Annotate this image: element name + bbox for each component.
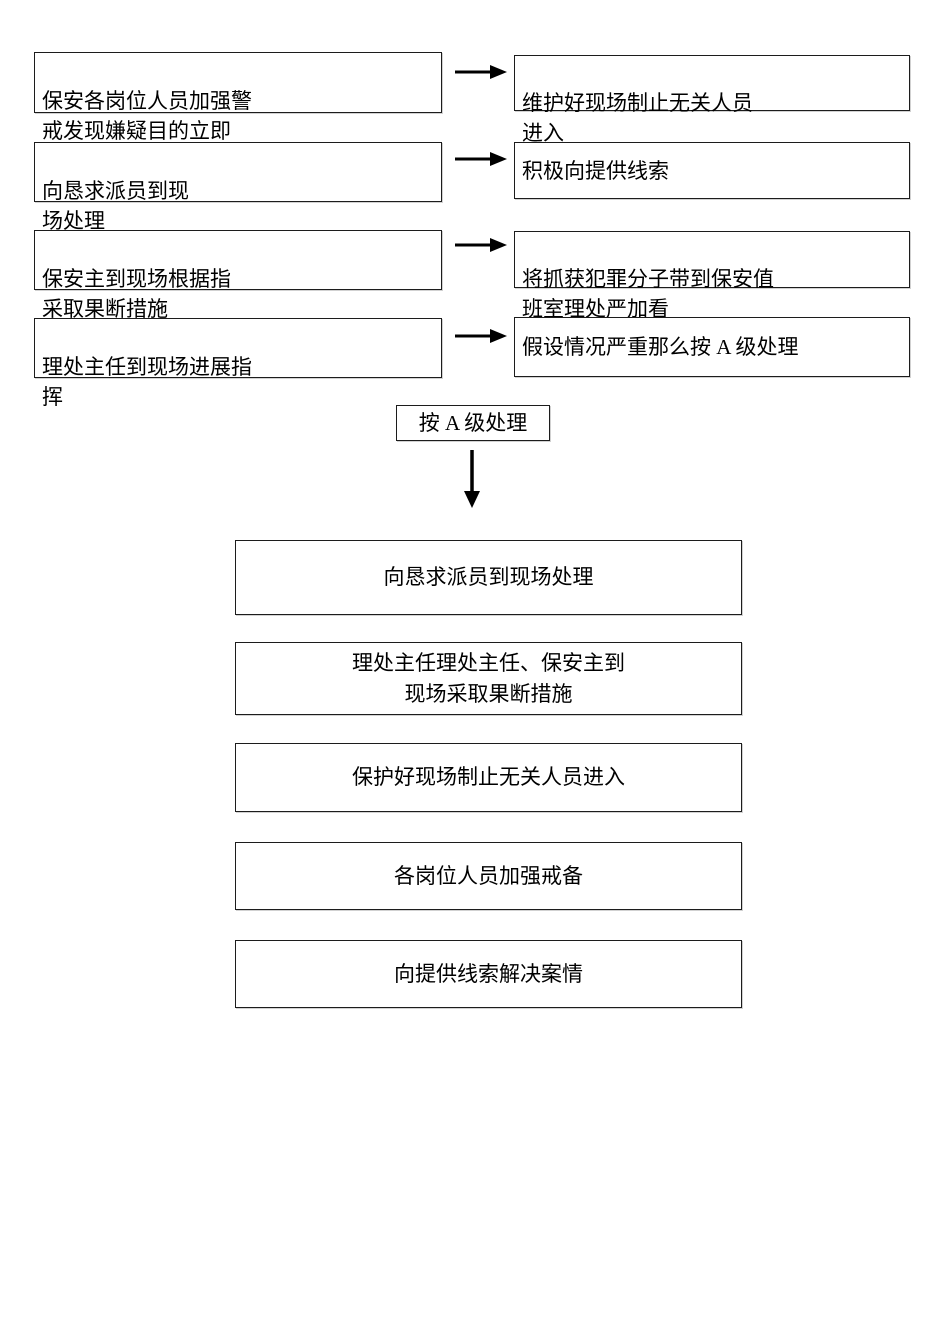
flow-box-right-2-text: 积极向提供线索 [522,158,669,183]
flow-box-left-1-text: 保安各岗位人员加强警 戒发现嫌疑目的立即 [42,89,252,143]
sequence-box-5-text: 向提供线索解决案情 [394,961,583,986]
sequence-box-3-text: 保护好现场制止无关人员进入 [352,765,625,789]
level-a-box: 按 A 级处理 [396,405,550,441]
flow-box-right-1: 维护好现场制止无关人员 进入 [514,55,910,145]
sequence-box-3: 保护好现场制止无关人员进入 [235,743,742,812]
flow-box-left-4: 理处主任到现场进展指 挥 [34,318,442,409]
right-arrow-icon [455,65,507,79]
down-arrow-icon [464,450,480,508]
flow-box-left-1: 保安各岗位人员加强警 戒发现嫌疑目的立即 [34,52,442,143]
level-a-box-text: 按 A 级处理 [418,411,528,435]
flow-box-left-4-text: 理处主任到现场进展指 挥 [42,355,252,409]
sequence-box-4: 各岗位人员加强戒备 [235,842,742,910]
sequence-box-4-text: 各岗位人员加强戒备 [394,863,583,888]
flow-box-left-2-text: 向恳求派员到现 场处理 [42,179,189,233]
sequence-box-5: 向提供线索解决案情 [235,940,742,1008]
flow-box-left-3: 保安主到现场根据指 采取果断措施 [34,230,442,321]
flow-box-right-3: 将抓获犯罪分子带到保安值 班室理处严加看 [514,231,910,321]
sequence-box-2-text: 理处主任理处主任、保安主到 现场采取果断措施 [352,650,625,706]
right-arrow-icon [455,329,507,343]
right-arrow-icon [455,152,507,166]
flow-box-right-3-text: 将抓获犯罪分子带到保安值 班室理处严加看 [522,267,774,321]
sequence-box-1-text: 向恳求派员到现场处理 [383,565,594,589]
flow-box-left-2: 向恳求派员到现 场处理 [34,142,442,233]
flow-box-right-1-text: 维护好现场制止无关人员 进入 [522,91,753,145]
flow-box-right-4-text: 假设情况严重那么按 A 级处理 [522,335,799,359]
sequence-box-2: 理处主任理处主任、保安主到 现场采取果断措施 [235,642,742,715]
right-arrow-icon [455,238,507,252]
flow-box-left-3-text: 保安主到现场根据指 采取果断措施 [42,267,231,321]
sequence-box-1: 向恳求派员到现场处理 [235,540,742,615]
flow-box-right-4: 假设情况严重那么按 A 级处理 [514,317,910,377]
flow-box-right-2: 积极向提供线索 [514,142,910,199]
